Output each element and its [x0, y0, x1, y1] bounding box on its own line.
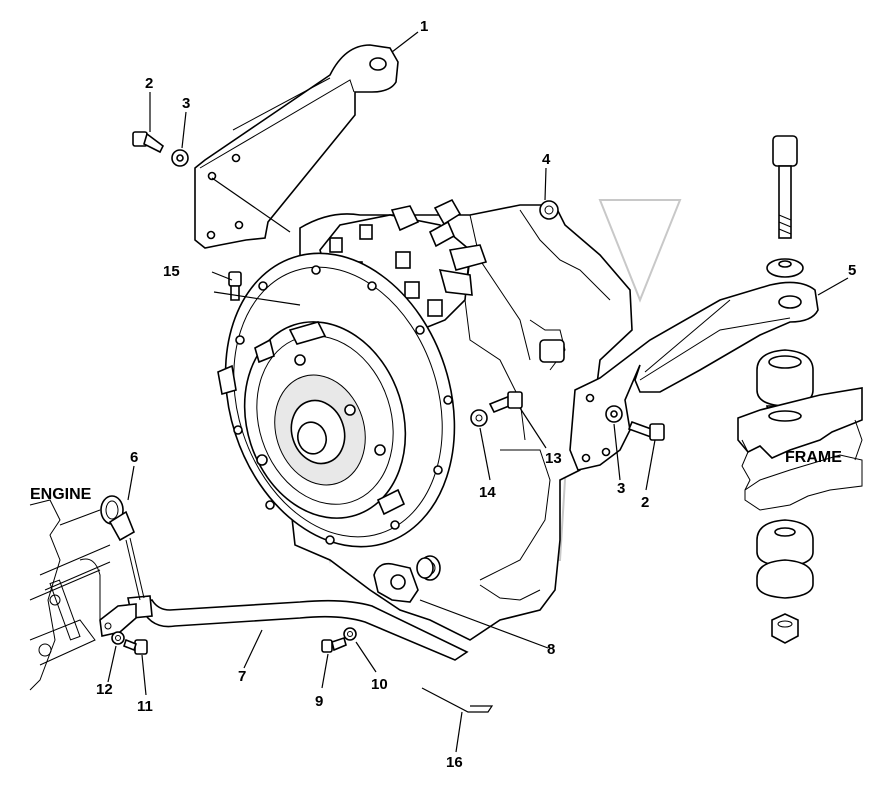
support-arm-part-5: [569, 281, 819, 471]
callout-8: 8: [547, 641, 555, 658]
mount-bolt: [772, 135, 798, 239]
callout-10: 10: [371, 676, 388, 693]
bolt-part-2-left: [132, 131, 165, 154]
bolt-part-2-right: [627, 420, 665, 441]
callout-9: 9: [315, 693, 323, 710]
bolt-part-11: [123, 638, 148, 655]
tube-clamp-part-8: [373, 557, 434, 603]
callout-14: 14: [479, 484, 496, 501]
callout-numbers: 1 2 3 4 5 6 7 8 9 10 11 12 13 14 15 16 3…: [96, 18, 856, 771]
callout-5: 5: [848, 262, 856, 279]
callout-13: 13: [545, 450, 562, 467]
callout-11: 11: [137, 698, 153, 715]
callout-2-right: 2: [641, 494, 649, 511]
callout-6: 6: [130, 449, 138, 466]
engine-block: [29, 499, 111, 691]
frame-rail: [737, 387, 863, 511]
callout-7: 7: [238, 668, 246, 685]
torque-converter-flexplate: [243, 321, 407, 519]
mounting-bracket-part-1: [194, 44, 399, 249]
callout-2-left: 2: [145, 75, 153, 92]
bolt-part-13: [488, 391, 523, 414]
leader-lines: [107, 31, 849, 753]
callout-15: 15: [163, 263, 180, 280]
dipstick-tube-part-7: [99, 595, 469, 661]
washer-part-10: [343, 627, 357, 641]
callout-4: 4: [542, 151, 551, 168]
callout-1: 1: [420, 18, 428, 35]
callout-12: 12: [96, 681, 113, 698]
hook-part-16: [421, 687, 494, 713]
washer-part-3-right: [605, 405, 623, 423]
control-valve-block: [319, 198, 488, 331]
frame-label: FRAME: [785, 449, 842, 466]
engine-label: ENGINE: [30, 486, 92, 503]
callout-3-right: 3: [617, 480, 625, 497]
washer-part-3-left: [171, 149, 189, 167]
mount-washer-upper: [766, 258, 804, 278]
bolt-part-9: [321, 636, 347, 653]
callout-16: 16: [446, 754, 463, 771]
callout-3-left: 3: [182, 95, 190, 112]
washer-part-12: [111, 631, 125, 645]
mount-rubber-lower: [756, 519, 814, 599]
washer-part-14: [470, 409, 488, 427]
dipstick-part-6: [100, 495, 145, 601]
mount-nut: [771, 613, 799, 644]
